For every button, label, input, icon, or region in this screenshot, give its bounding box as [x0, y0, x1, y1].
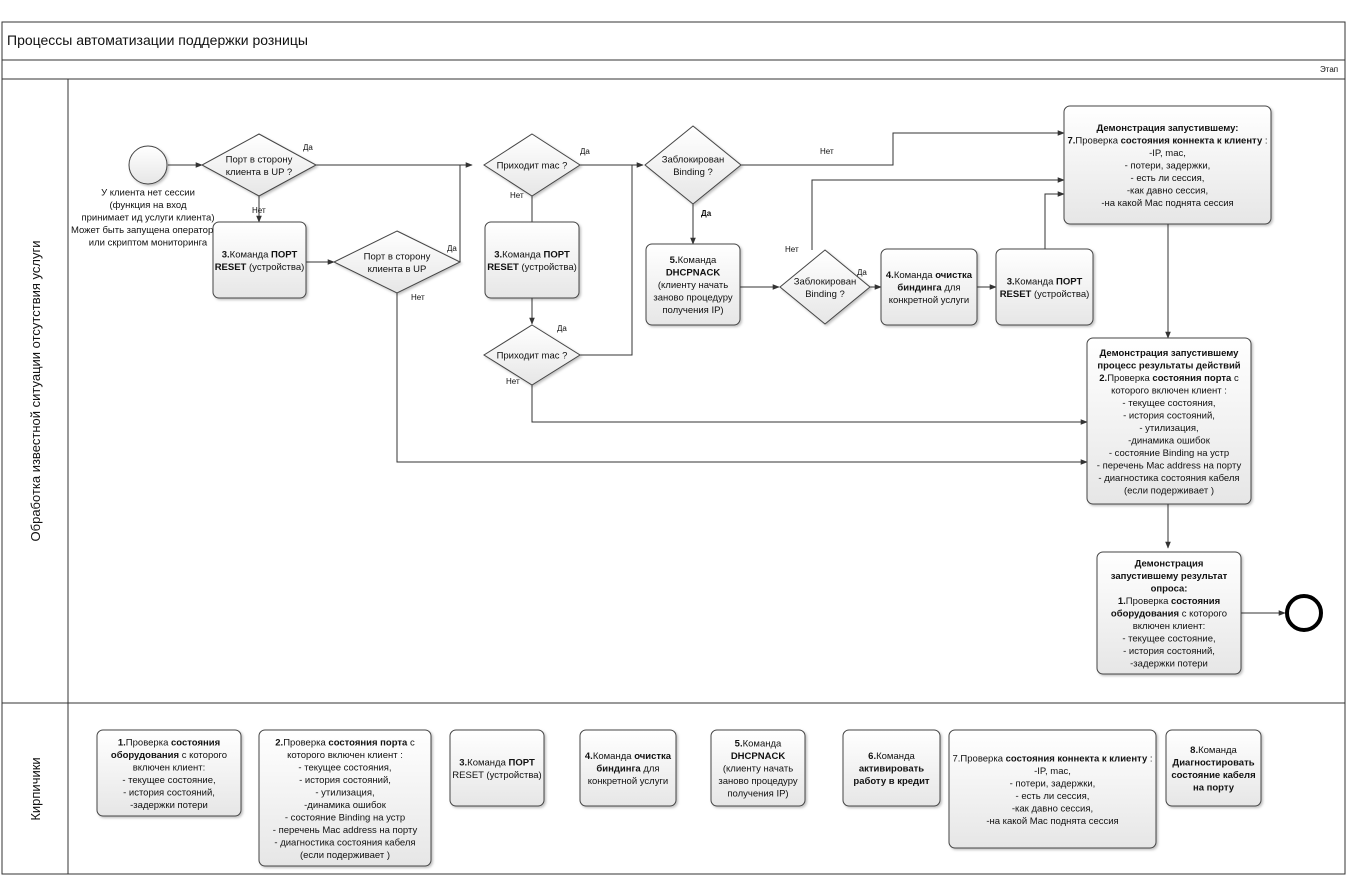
lane-label-bricks: Кирпичики [28, 757, 43, 820]
flow-d4-no [531, 385, 1088, 425]
flow-d4-yes [580, 165, 633, 356]
brick-session-check-text: 7.Проверка состояния коннекта к клиенту … [952, 753, 1152, 827]
decision-port-up-2-shape [332, 230, 462, 294]
label-d2-no: Нет [411, 293, 425, 302]
decision-mac-1-text: Приходит mac ? [497, 161, 568, 172]
lane-label-main: Обработка известной ситуации отсутствия … [28, 241, 43, 542]
task-dhcpnack-shape [645, 243, 741, 326]
label-d6-no: Нет [785, 245, 799, 254]
brick-dhcpnack-shape [710, 729, 806, 807]
label-d3-yes: Да [580, 147, 590, 156]
label-d1-yes: Да [303, 143, 313, 152]
task-session-check-shape [1063, 105, 1272, 225]
decision-binding-2-shape [779, 249, 871, 325]
flow-d5-no [741, 130, 1065, 166]
label-d1-no: Нет [252, 206, 266, 215]
brick-clear-binding-shape [579, 729, 677, 807]
end-event [1285, 594, 1323, 632]
flow-d2-no [396, 293, 1088, 465]
decision-mac-2-text: Приходит mac ? [497, 351, 568, 362]
brick-credit-shape [842, 729, 941, 807]
label-d5-yes: Да [701, 209, 712, 218]
flow-reset3-session [1044, 191, 1065, 249]
task-port-reset-2-shape [484, 221, 580, 299]
brick-cable-diagnostic-shape [1165, 729, 1262, 807]
edge-labels: Да Нет Да Нет Да Нет Да Нет Нет Да Да Не… [252, 143, 867, 386]
decision-binding-1-shape [644, 125, 742, 205]
brick-port-reset-shape [449, 729, 545, 807]
task-port-reset-3-shape [995, 248, 1094, 326]
label-d5-no: Нет [820, 147, 834, 156]
pool-frame [1, 21, 1346, 875]
label-d2-yes: Да [447, 244, 457, 253]
task-port-check-shape [1086, 337, 1252, 505]
decision-mac-2-shape [483, 324, 581, 386]
start-event [128, 145, 168, 185]
brick-session-check: 7.Проверка состояния коннекта к клиенту … [948, 729, 1157, 849]
label-d3-no: Нет [510, 191, 524, 200]
decision-mac-1: Приходит mac ? [483, 133, 581, 197]
decision-port-up-1-shape [200, 133, 318, 197]
label-d4-yes: Да [557, 324, 567, 333]
decision-mac-1-shape [483, 133, 581, 197]
task-session-check: Демонстрация запустившему:7.Проверка сос… [1063, 105, 1272, 225]
stage-label: Этап [1320, 65, 1338, 74]
brick-port-check-shape [258, 729, 432, 867]
task-port-reset-1-shape [212, 221, 307, 299]
task-clear-binding-shape [880, 248, 978, 326]
flow-d6-no [811, 177, 1065, 250]
brick-equipment-check-shape [96, 729, 242, 817]
label-d6-yes: Да [857, 268, 867, 277]
page-title: Процессы автоматизации поддержки розницы [7, 32, 308, 48]
label-d4-no: Нет [506, 377, 520, 386]
connectors [168, 130, 1286, 616]
decision-mac-2: Приходит mac ? [483, 324, 581, 386]
task-session-check-text: Демонстрация запустившему:7.Проверка сос… [1067, 123, 1267, 209]
brick-session-check-shape [948, 729, 1157, 849]
task-equipment-check-shape [1096, 551, 1242, 675]
